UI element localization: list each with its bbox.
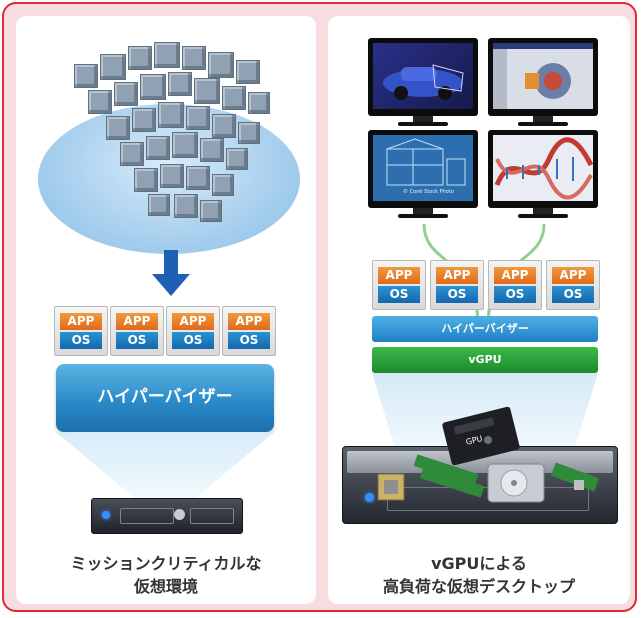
- down-arrow-icon: [164, 250, 178, 278]
- hypervisor-block: ハイパーバイザー: [56, 364, 274, 432]
- gpu-card-icon: [442, 406, 520, 466]
- left-caption: ミッションクリティカルな 仮想環境: [16, 552, 316, 598]
- stock-photo-watermark: © Corel Stock Photo: [403, 189, 454, 195]
- monitor-car-render: [368, 38, 478, 126]
- blueprint-image: [386, 138, 466, 186]
- vm-box: APP OS: [488, 260, 542, 310]
- down-arrow-head: [152, 274, 190, 296]
- expansion-card-icon: [550, 462, 600, 492]
- app-label: APP: [494, 267, 536, 284]
- app-label: APP: [228, 313, 270, 330]
- dna-helix-image: [494, 137, 593, 200]
- app-label: APP: [552, 267, 594, 284]
- gpu-card-label: GPU: [465, 434, 484, 447]
- caption-line: 高負荷な仮想デスクトップ: [382, 577, 575, 596]
- cpu-chip-icon: [377, 473, 405, 501]
- vm-box: APP OS: [222, 306, 276, 356]
- app-label: APP: [436, 267, 478, 284]
- cad-engine-image: [493, 43, 593, 109]
- memory-module-icon: [413, 454, 485, 498]
- vm-box: APP OS: [546, 260, 600, 310]
- right-panel: © Corel Stock Photo: [328, 16, 630, 604]
- caption-line: 仮想環境: [133, 577, 198, 596]
- os-label: OS: [552, 286, 594, 303]
- vm-box: APP OS: [372, 260, 426, 310]
- outer-frame: APP OS APP OS APP OS APP OS ハイパーバイザー ミッシ…: [2, 2, 637, 612]
- os-label: OS: [116, 332, 158, 349]
- os-label: OS: [494, 286, 536, 303]
- light-beam: [56, 432, 274, 502]
- left-panel: APP OS APP OS APP OS APP OS ハイパーバイザー ミッシ…: [16, 16, 316, 604]
- app-label: APP: [378, 267, 420, 284]
- vm-box: APP OS: [54, 306, 108, 356]
- vm-box: APP OS: [110, 306, 164, 356]
- caption-line: ミッションクリティカルな: [70, 554, 262, 573]
- caption-line: vGPUによる: [431, 554, 527, 573]
- os-label: OS: [436, 286, 478, 303]
- app-label: APP: [172, 313, 214, 330]
- vm-box: APP OS: [430, 260, 484, 310]
- vgpu-bar: vGPU: [372, 347, 598, 373]
- os-label: OS: [228, 332, 270, 349]
- vm-box: APP OS: [166, 306, 220, 356]
- right-caption: vGPUによる 高負荷な仮想デスクトップ: [328, 552, 630, 598]
- monitor-dna-helix: [488, 130, 598, 218]
- os-label: OS: [378, 286, 420, 303]
- monitor-cad-engine: [488, 38, 598, 126]
- monitor-blueprint: © Corel Stock Photo: [368, 130, 478, 218]
- os-label: OS: [60, 332, 102, 349]
- hypervisor-bar: ハイパーバイザー: [372, 316, 598, 342]
- app-label: APP: [60, 313, 102, 330]
- os-label: OS: [172, 332, 214, 349]
- car-render-image: [383, 64, 464, 100]
- app-label: APP: [116, 313, 158, 330]
- server-components: GPU: [377, 406, 600, 503]
- hard-drive-icon: [487, 463, 545, 503]
- server-icon: [91, 498, 243, 534]
